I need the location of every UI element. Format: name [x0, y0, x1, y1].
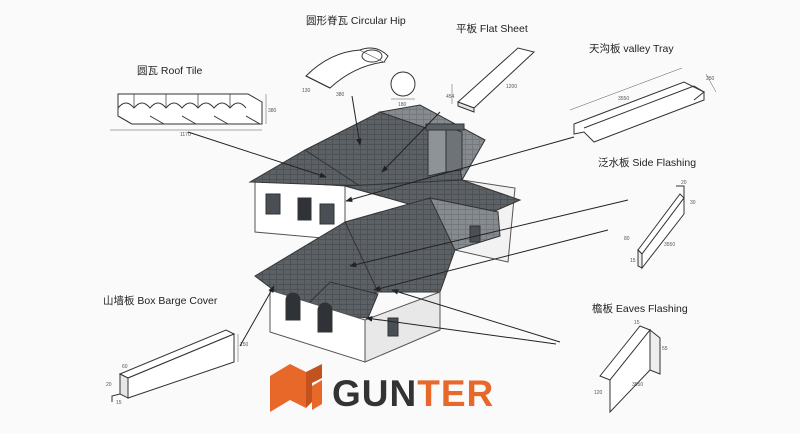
arrow-circular-hip: [351, 95, 362, 146]
box-barge-cover-drawing: 60 20 15 150: [106, 329, 249, 406]
label-circular-hip: 圆形脊瓦 Circular Hip: [306, 14, 406, 27]
eaves-flashing-drawing: 15 55 120 3550: [594, 320, 668, 414]
leader-arrows: [187, 95, 629, 347]
barge-dim-a: 60: [122, 364, 128, 370]
label-roof-tile: 圆瓦 Roof Tile: [137, 65, 203, 77]
tile-height-dim: 380: [268, 108, 277, 114]
flat-sheet-drawing: 454 1200: [446, 47, 536, 113]
side-flashing-dim-a: 20: [681, 180, 687, 186]
arrow-side-flashing-2: [373, 229, 609, 292]
barge-dim-d: 150: [240, 342, 249, 348]
barge-dim-c: 15: [116, 400, 122, 406]
circular-hip-drawing: 180 130 380: [302, 47, 416, 108]
logo-text-gun: GUN: [332, 373, 417, 414]
flat-width-dim: 454: [446, 94, 455, 100]
logo-text-ter: TER: [417, 373, 494, 414]
arrow-side-flashing: [349, 199, 629, 268]
arrow-eaves-flashing-1: [391, 289, 561, 343]
label-valley-tray: 天沟板 valley Tray: [589, 42, 674, 55]
label-eaves-flashing: 檐板 Eaves Flashing: [592, 302, 688, 315]
hip-diameter-dim: 180: [398, 102, 407, 108]
house-illustration: [248, 104, 522, 363]
arrow-valley-tray: [345, 136, 575, 202]
arrow-eaves-flashing-2: [365, 316, 557, 345]
roof-tile-drawing: 1170 380: [110, 93, 277, 138]
valley-tray-drawing: 3550 250: [569, 67, 717, 143]
eaves-length-dim: 3550: [632, 382, 643, 388]
logo-mark: [270, 364, 322, 412]
valley-width-dim: 250: [706, 76, 715, 82]
flat-length-dim: 1200: [506, 84, 517, 90]
logo-wordmark: GUNTER: [332, 373, 494, 414]
eaves-dim-c: 120: [594, 390, 603, 396]
gunter-logo: GUNTER: [270, 364, 494, 414]
side-flashing-dim-c: 80: [624, 236, 630, 242]
hip-length-dim: 380: [336, 92, 345, 98]
label-box-barge-cover: 山墙板 Box Barge Cover: [103, 294, 218, 307]
tile-length-dim: 1170: [180, 132, 191, 138]
label-side-flashing: 泛水板 Side Flashing: [598, 156, 696, 169]
arrow-roof-tile: [187, 131, 327, 178]
eaves-dim-b: 55: [662, 346, 668, 352]
side-flashing-dim-b: 30: [690, 200, 696, 206]
barge-dim-b: 20: [106, 382, 112, 388]
hip-radius-dim: 130: [302, 88, 311, 94]
arrow-box-barge-cover: [239, 285, 275, 347]
side-flashing-length-dim: 3550: [664, 242, 675, 248]
eaves-dim-a: 15: [634, 320, 640, 326]
label-flat-sheet: 平板 Flat Sheet: [456, 22, 528, 35]
component-labels: 圆形脊瓦 Circular Hip 平板 Flat Sheet 天沟板 vall…: [103, 14, 696, 315]
side-flashing-drawing: 20 30 80 15 3550: [624, 180, 696, 270]
arrow-flat-sheet: [381, 111, 441, 173]
side-flashing-dim-d: 15: [630, 258, 636, 264]
valley-length-dim: 3550: [618, 96, 629, 102]
